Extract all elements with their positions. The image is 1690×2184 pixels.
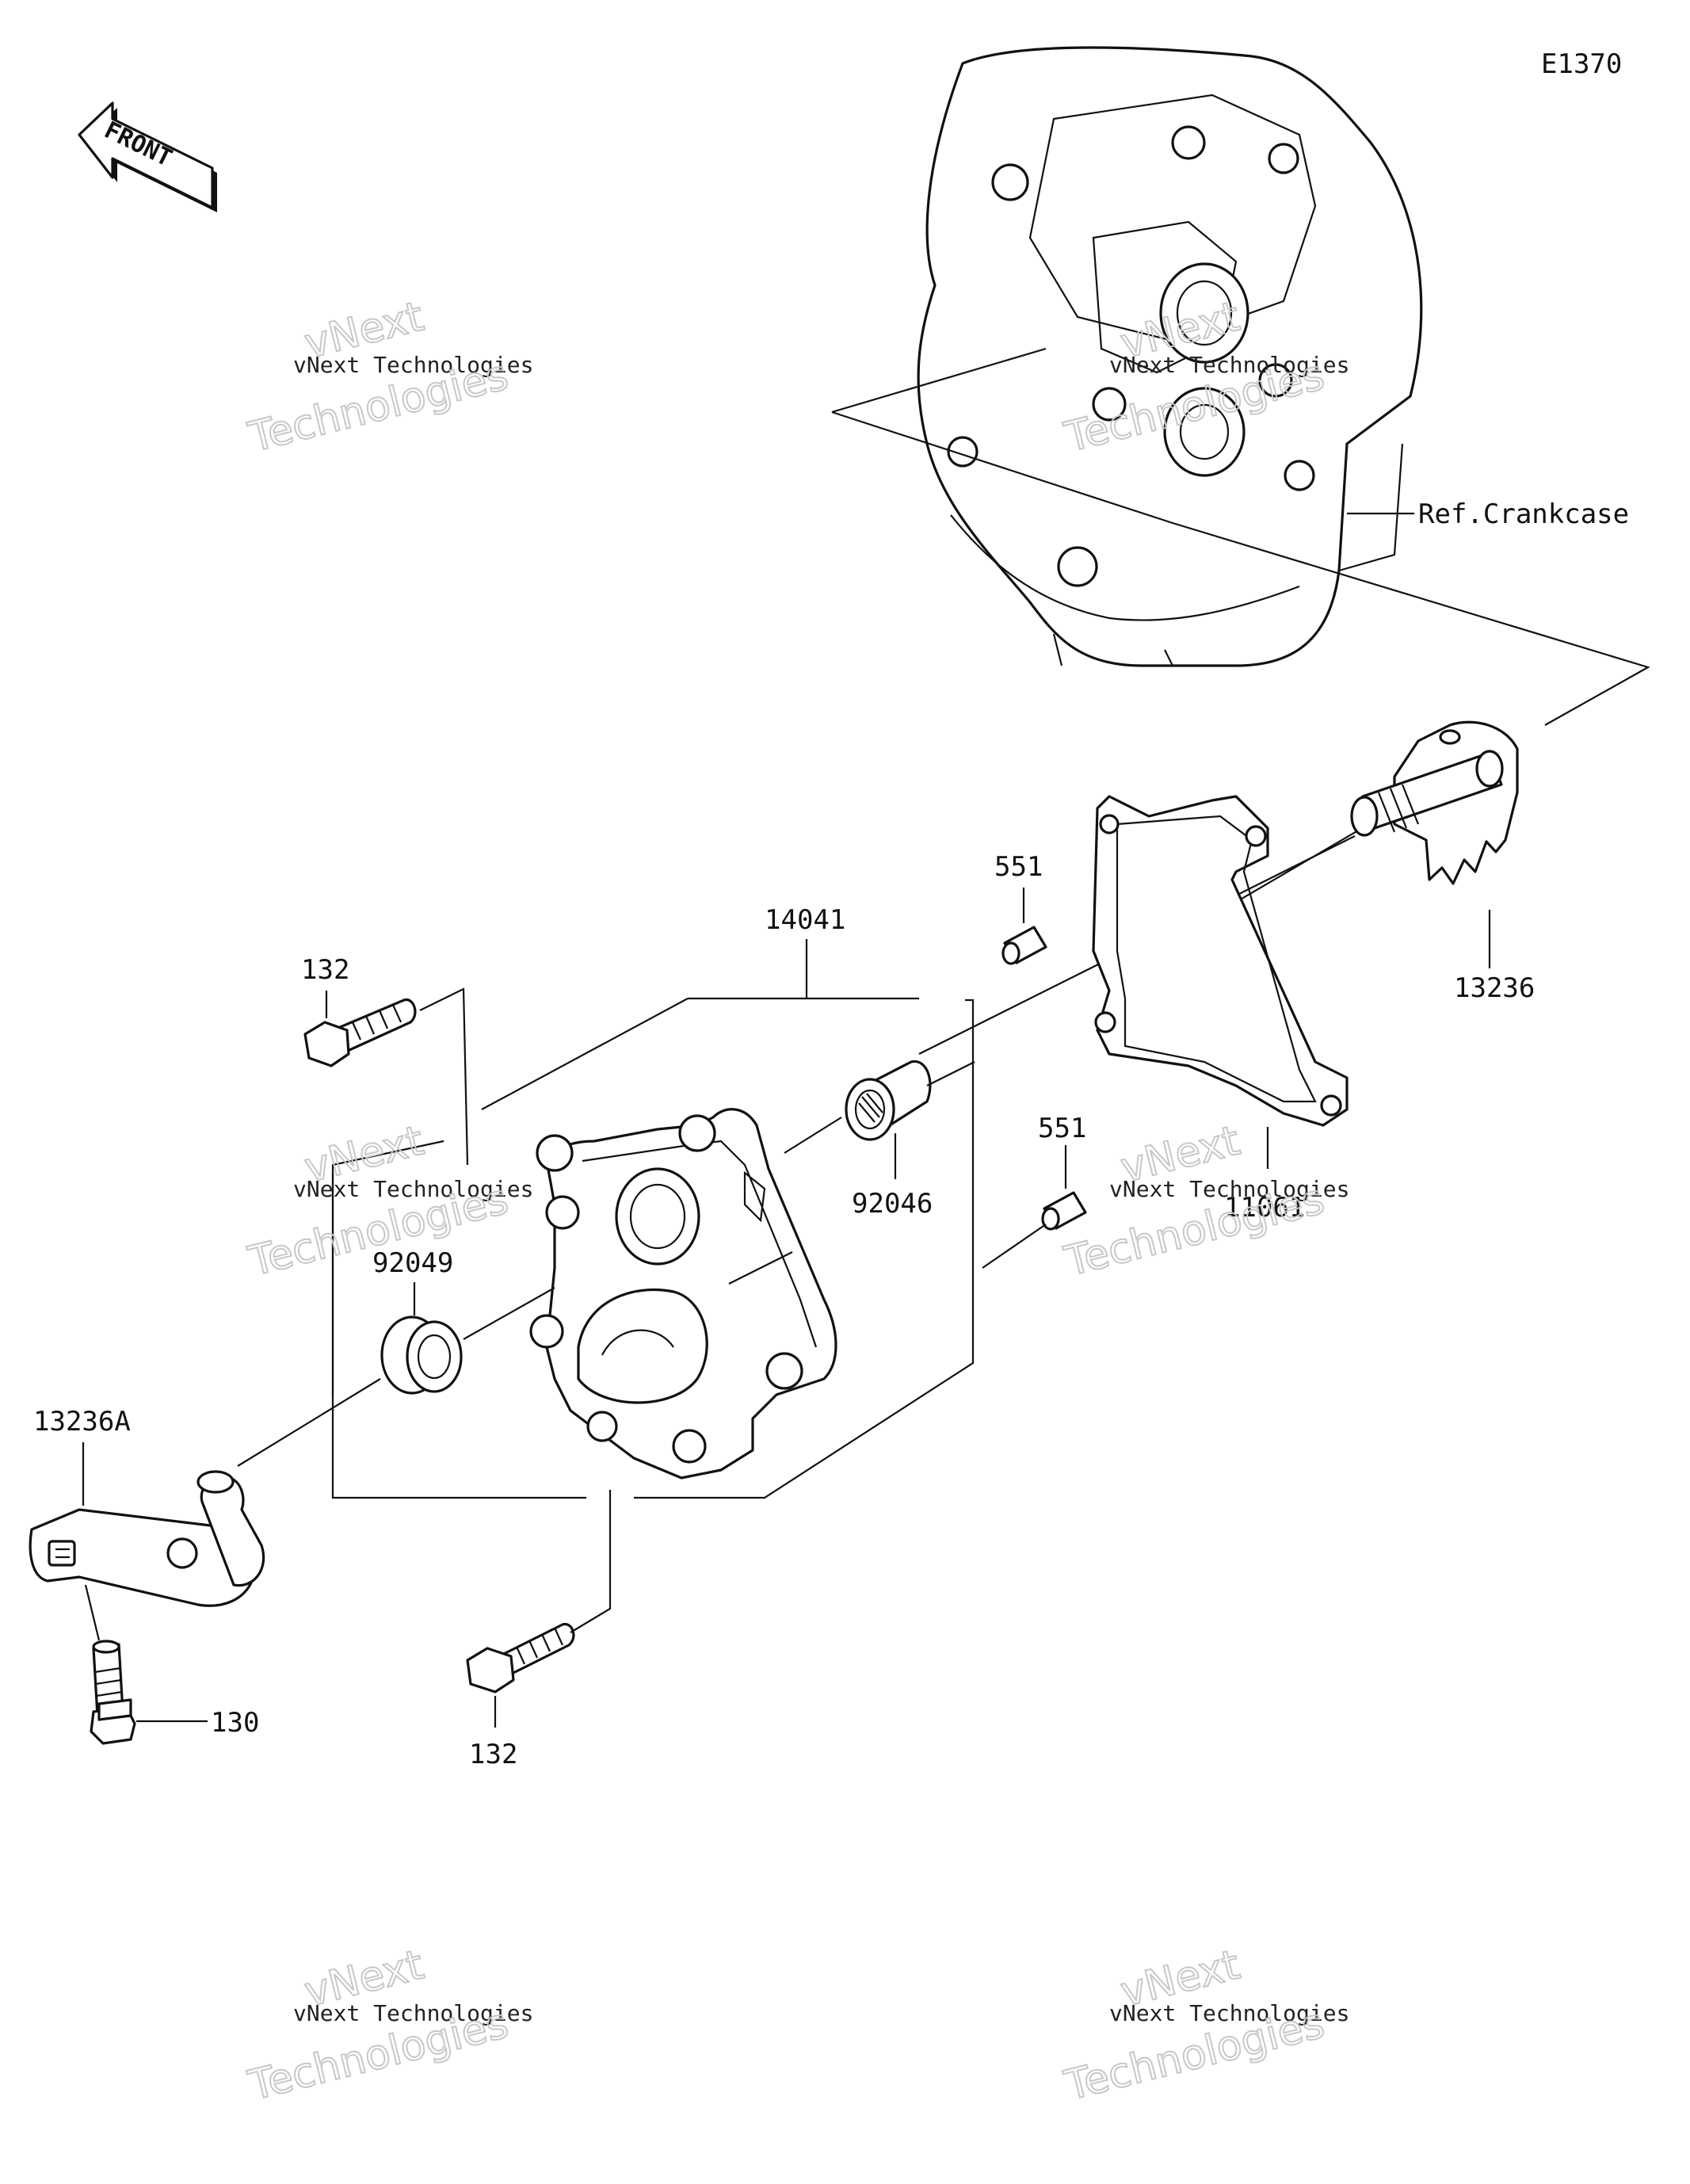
label-551-lower: 551 — [1038, 1113, 1086, 1144]
shift-shaft-13236 — [1350, 720, 1519, 885]
watermark-small: vNext Technologies — [293, 2000, 533, 2026]
diagram-code: E1370 — [1541, 48, 1622, 80]
watermark-bottom-left: vNext Technologies vNext Technologies — [243, 1941, 534, 2111]
label-11061: 11061 — [1224, 1192, 1305, 1224]
label-132-lower: 132 — [469, 1739, 517, 1770]
label-13236A: 13236A — [33, 1406, 131, 1438]
dowel-pin-551-lower — [1041, 1191, 1087, 1231]
watermark-top-left: vNext Technologies vNext Technologies — [243, 292, 534, 463]
label-14041: 14041 — [765, 904, 845, 936]
watermark-bottom-right: vNext Technologies vNext Technologies — [1059, 1941, 1350, 2111]
bolt-132-upper — [303, 998, 417, 1067]
bolt-130 — [90, 1640, 136, 1745]
label-130: 130 — [211, 1707, 259, 1739]
watermark-small: vNext Technologies — [1109, 352, 1349, 378]
label-551-upper: 551 — [994, 851, 1043, 883]
label-92046: 92046 — [852, 1188, 933, 1220]
watermark-small: vNext Technologies — [1109, 1176, 1349, 1202]
watermark-middle-right: vNext Technologies vNext Technologies — [1059, 1117, 1350, 1287]
shift-lever-13236A — [29, 1470, 265, 1607]
bolt-132-lower — [466, 1622, 575, 1693]
label-13236: 13236 — [1454, 972, 1535, 1004]
front-arrow-icon: FRONT — [78, 101, 217, 212]
label-92049: 92049 — [372, 1247, 453, 1279]
cover-14041 — [529, 1108, 837, 1480]
cover-boss — [615, 1167, 700, 1266]
oil-seal-92049 — [380, 1315, 463, 1395]
gasket-11061 — [1092, 795, 1349, 1127]
watermark-small: vNext Technologies — [1109, 2000, 1349, 2026]
dowel-pin-551-upper — [1001, 926, 1047, 965]
needle-bearing-92046 — [845, 1060, 932, 1141]
reference-label: Ref.Crankcase — [1418, 498, 1629, 530]
label-132-upper: 132 — [301, 954, 349, 986]
crankcase-bore — [1159, 262, 1249, 364]
crankcase-illustration — [917, 46, 1423, 667]
watermark-small: vNext Technologies — [293, 1176, 533, 1202]
watermark-small: vNext Technologies — [293, 352, 533, 378]
